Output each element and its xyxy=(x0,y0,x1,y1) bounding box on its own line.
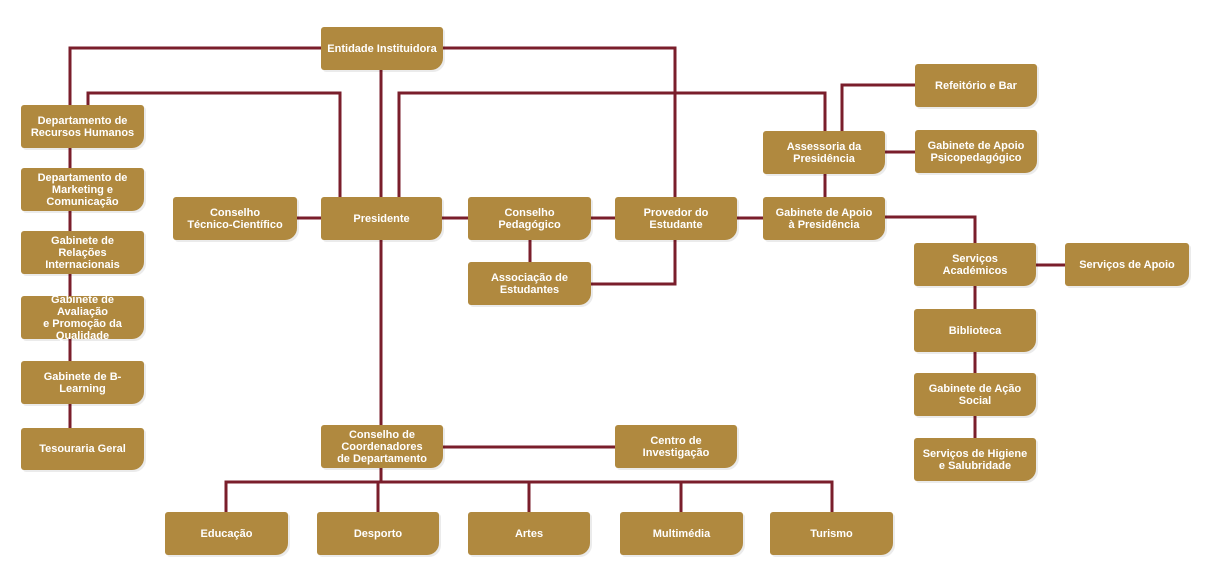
node-acao-social: Gabinete de Ação Social xyxy=(914,373,1036,416)
node-turismo: Turismo xyxy=(770,512,893,555)
node-educacao: Educação xyxy=(165,512,288,555)
node-higiene-salubridade: Serviços de Higiene e Salubridade xyxy=(914,438,1036,481)
node-entidade-instituidora: Entidade Instituidora xyxy=(321,27,443,70)
node-relacoes-internacionais: Gabinete de Relações Internacionais xyxy=(21,231,144,274)
node-presidente: Presidente xyxy=(321,197,442,240)
node-centro-investigacao: Centro de Investigação xyxy=(615,425,737,468)
node-marketing-comunicacao: Departamento de Marketing e Comunicação xyxy=(21,168,144,211)
node-multimedia: Multimédia xyxy=(620,512,743,555)
node-conselho-coordenadores: Conselho de Coordenadores de Departament… xyxy=(321,425,443,468)
node-servicos-academicos: Serviços Académicos xyxy=(914,243,1036,286)
node-b-learning: Gabinete de B-Learning xyxy=(21,361,144,404)
node-conselho-tecnico-cientifico: Conselho Técnico-Científico xyxy=(173,197,297,240)
node-associacao-estudantes: Associação de Estudantes xyxy=(468,262,591,305)
node-gabinete-apoio-presidencia: Gabinete de Apoio à Presidência xyxy=(763,197,885,240)
node-artes: Artes xyxy=(468,512,590,555)
node-conselho-pedagogico: Conselho Pedagógico xyxy=(468,197,591,240)
node-refeitorio-bar: Refeitório e Bar xyxy=(915,64,1037,107)
node-avaliacao-qualidade: Gabinete de Avaliação e Promoção da Qual… xyxy=(21,294,144,342)
node-apoio-psicopedagogico: Gabinete de Apoio Psicopedagógico xyxy=(915,130,1037,173)
node-recursos-humanos: Departamento de Recursos Humanos xyxy=(21,105,144,148)
node-tesouraria-geral: Tesouraria Geral xyxy=(21,428,144,470)
node-servicos-apoio: Serviços de Apoio xyxy=(1065,243,1189,286)
node-desporto: Desporto xyxy=(317,512,439,555)
node-provedor-estudante: Provedor do Estudante xyxy=(615,197,737,240)
node-biblioteca: Biblioteca xyxy=(914,309,1036,352)
node-assessoria-presidencia: Assessoria da Presidência xyxy=(763,131,885,174)
